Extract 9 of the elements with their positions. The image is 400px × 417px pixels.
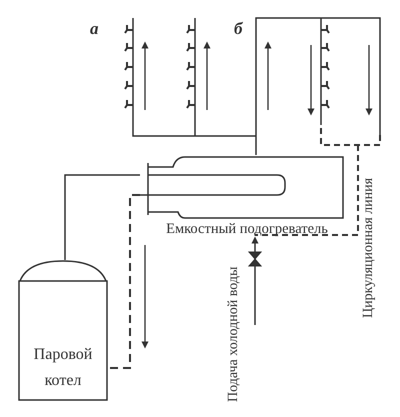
section-letter: а [90, 20, 98, 37]
pipe-line [64, 174, 140, 260]
section-letter: б [234, 20, 242, 37]
node-label: Емкостный подогреватель [165, 221, 329, 238]
pipe-caption: Подача холодной воды [226, 266, 242, 402]
pipe-caption: Циркуляционная линия [361, 178, 377, 318]
pipe-line [108, 194, 140, 369]
arrow [252, 236, 258, 325]
node-label: Паровой котел [32, 345, 94, 391]
